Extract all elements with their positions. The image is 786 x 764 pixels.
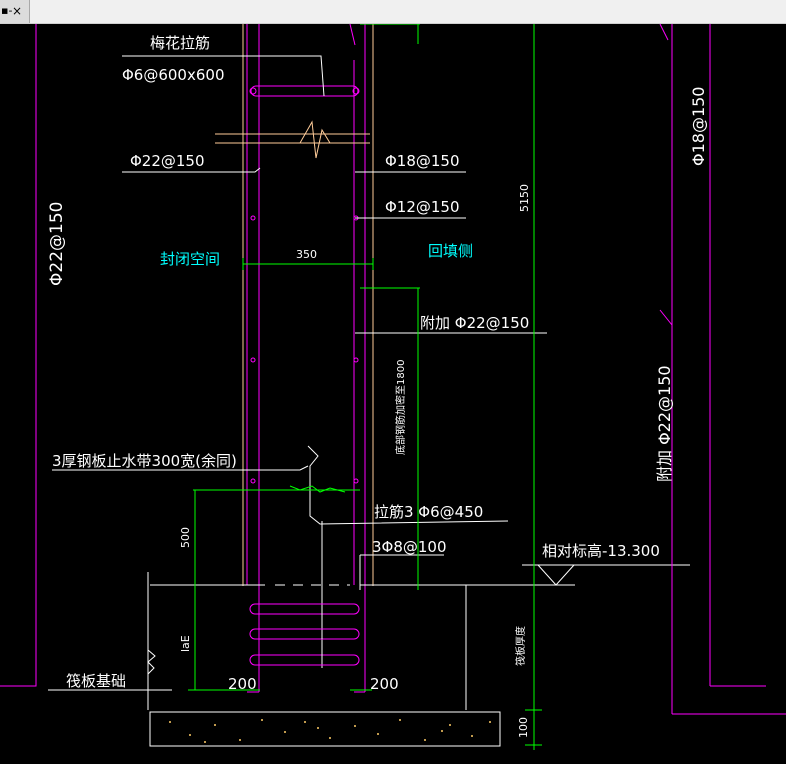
raft-label: 筏板基础: [66, 672, 126, 690]
dim-200-left-label: 200: [228, 675, 257, 693]
far-right-additional-label: 附加 Φ22@150: [655, 365, 674, 482]
raft-thickness-label: 筏板厚度: [514, 626, 527, 666]
dim-lae-label: laE: [179, 635, 192, 652]
window-titlebar: ▪- ×: [0, 0, 786, 24]
rotated-labels: 5150 底部钢筋加密至1800 500 laE 筏板厚度 100 Φ18@15…: [179, 87, 708, 739]
left-bar-label: Φ22@150: [130, 152, 205, 170]
cad-drawing-canvas[interactable]: Φ22@150: [0, 24, 786, 764]
dim-500-label: 500: [179, 527, 192, 548]
right-bar-2-label: Φ12@150: [385, 198, 460, 216]
dim-200-right-label: 200: [370, 675, 399, 693]
meihua-spec-label: Φ6@600x600: [122, 66, 225, 84]
waterstop-label: 3厚钢板止水带300宽(余同): [52, 452, 237, 470]
meihua-lajin-label: 梅花拉筋: [150, 34, 210, 52]
right-bar-1-label: Φ18@150: [385, 152, 460, 170]
rebar-dots: [249, 87, 360, 484]
menu-icon[interactable]: ▪-: [1, 4, 13, 17]
elevation-label: 相对标高-13.300: [542, 542, 660, 560]
dim-100-label: 100: [517, 717, 530, 738]
dim-5150-label: 5150: [518, 184, 531, 212]
tie-bars-top: [250, 85, 359, 97]
tie-bar-label: 拉筋3 Φ6@450: [374, 503, 483, 521]
vertical-note-label: 底部钢筋加密至1800: [394, 360, 407, 455]
additional-bar-label: 附加 Φ22@150: [420, 314, 529, 332]
leader-lines: [48, 55, 690, 691]
foundation-top-line: [147, 564, 575, 710]
wall-outline: [215, 24, 374, 586]
labels: 梅花拉筋 Φ6@600x600 Φ22@150 Φ18@150 Φ12@150 …: [52, 34, 660, 693]
concrete-speckle: [169, 719, 491, 743]
drawing-tab[interactable]: ▪- ×: [0, 0, 30, 23]
dimension-lines: [188, 24, 542, 750]
raft-stirrups: [249, 603, 360, 666]
far-left-bar-label: Φ22@150: [47, 202, 67, 286]
dim-350-label: 350: [296, 248, 317, 261]
right-wall: [659, 24, 786, 715]
wall-rebars: [246, 24, 366, 693]
far-right-bar-label: Φ18@150: [689, 87, 708, 167]
backfill-side-label: 回填侧: [428, 242, 473, 260]
stirrup-label: 3Φ8@100: [372, 538, 447, 556]
raft-concrete: [149, 711, 501, 747]
cyan-labels: 封闭空间 回填侧: [160, 242, 473, 268]
sealed-space-label: 封闭空间: [160, 250, 220, 268]
far-left-wall: [0, 24, 37, 687]
close-icon[interactable]: ×: [12, 4, 23, 18]
